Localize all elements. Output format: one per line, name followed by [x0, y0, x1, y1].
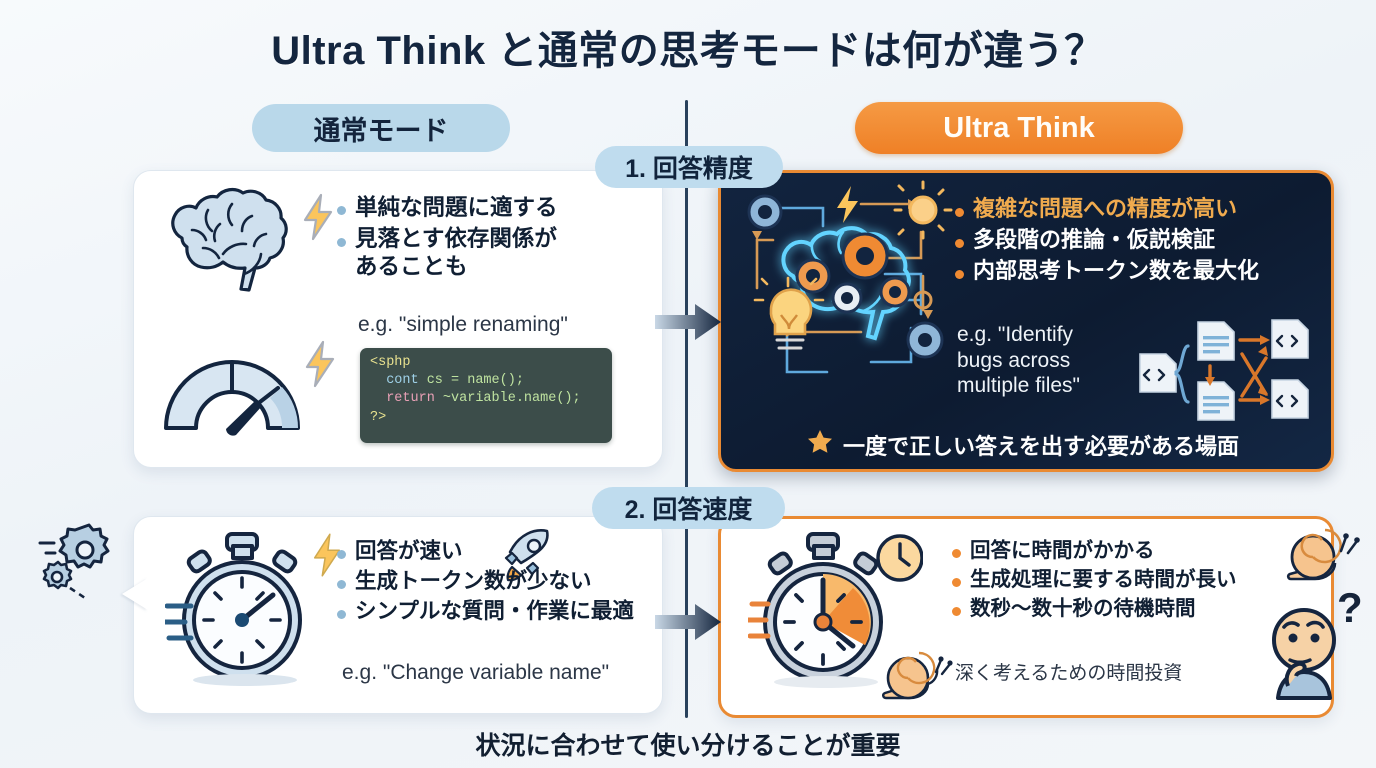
bullet-dot-icon — [337, 206, 346, 216]
code-line-3-rest: ~variable.name(); — [434, 391, 581, 407]
list-item: 回答に時間がかかる — [952, 538, 1282, 563]
center-divider-top — [685, 100, 688, 150]
gear-icon — [36, 520, 131, 605]
list-item: 複雑な問題への精度が高い — [955, 196, 1315, 223]
rocket-icon — [500, 525, 558, 588]
bullet-dot-icon — [337, 610, 346, 620]
list-item: 多段階の推論・仮説検証 — [955, 227, 1315, 254]
list-item: 生成トークン数が少ない — [337, 568, 667, 594]
bullet-dot-icon — [955, 238, 964, 248]
bullet-text: 数秒〜数十秒の待機時間 — [970, 597, 1196, 620]
speech-bubble-tail — [122, 578, 148, 610]
bullet-text: 生成処理に要する時間が長い — [970, 568, 1237, 591]
bullet-text: 単純な問題に適する — [355, 195, 558, 220]
lightning-icon-secondary — [302, 340, 338, 393]
example-text-speed-normal: e.g. "Change variable name" — [342, 661, 610, 684]
code-snippet-block: <sphp cont cs = name(); return ~variable… — [360, 348, 612, 443]
code-file-diagram-icon — [1132, 316, 1322, 433]
snail-icon-corner — [1283, 527, 1367, 588]
list-item: 単純な問題に適する — [337, 194, 647, 221]
code-keyword-return: return — [386, 391, 435, 407]
bullet-list-accuracy-normal: 単純な問題に適する 見落とす依存関係が あることも — [337, 194, 647, 284]
list-item: 回答が速い — [337, 538, 667, 564]
snail-icon — [880, 650, 958, 707]
section-chip-speed: 2. 回答速度 — [592, 487, 785, 529]
example-text-accuracy-normal: e.g. "simple renaming" — [358, 313, 568, 336]
stopwatch-icon — [156, 528, 320, 693]
lightning-icon-speed — [310, 532, 344, 583]
bullet-dot-icon — [955, 208, 964, 218]
mode-pill-ultra-think: Ultra Think — [855, 102, 1183, 154]
bullet-list-accuracy-ultra: 複雑な問題への精度が高い 多段階の推論・仮説検証 内部思考トークン数を最大化 — [955, 196, 1315, 288]
bullet-text: 回答に時間がかかる — [970, 539, 1155, 562]
brain-icon — [148, 186, 298, 321]
card-accuracy-ultra — [718, 170, 1334, 472]
bullet-text: 複雑な問題への精度が高い — [973, 196, 1238, 221]
bullet-dot-icon — [337, 580, 346, 590]
list-item: 数秒〜数十秒の待機時間 — [952, 596, 1282, 621]
bullet-text: 生成トークン数が少ない — [355, 569, 592, 594]
question-mark-icon: ? — [1337, 584, 1363, 631]
neural-brain-icon — [735, 180, 965, 435]
list-item: 内部思考トークン数を最大化 — [955, 258, 1315, 285]
mode-pill-normal: 通常モード — [252, 104, 510, 152]
bullet-text: 内部思考トークン数を最大化 — [973, 257, 1260, 283]
bullet-text: シンプルな質問・作業に最適 — [355, 599, 634, 624]
example-text-speed-ultra: 深く考えるための時間投資 — [955, 663, 1183, 684]
bullet-dot-icon — [337, 237, 346, 247]
stopwatch-slow-icon — [741, 528, 924, 698]
example-text-accuracy-ultra: e.g. "Identify bugs across multiple file… — [957, 323, 1080, 398]
accuracy-ultra-banner: 一度で正しい答えを出す必要がある場面 — [718, 424, 1328, 466]
lightning-icon — [300, 193, 336, 246]
bullet-dot-icon — [952, 578, 961, 588]
gauge-icon — [152, 330, 312, 445]
bullet-dot-icon — [337, 549, 346, 559]
thinking-face-icon — [1258, 600, 1350, 705]
center-divider-middle — [685, 186, 688, 490]
footer-note: 状況に合わせて使い分けることが重要 — [475, 732, 901, 760]
code-line-1: <sphp — [370, 355, 411, 370]
code-line-2-rest: cs = name(); — [418, 373, 524, 389]
section-chip-accuracy: 1. 回答精度 — [595, 146, 783, 188]
bullet-text: 回答が速い — [355, 539, 463, 563]
bullet-list-speed-normal: 回答が速い 生成トークン数が少ない シンプルな質問・作業に最適 — [337, 538, 667, 629]
list-item: 生成処理に要する時間が長い — [952, 567, 1282, 592]
flow-arrow-accuracy — [655, 300, 723, 349]
bullet-text: 見落とす依存関係が あることも — [355, 226, 557, 279]
code-keyword-cont: cont — [386, 373, 419, 389]
code-line-4: ?> — [370, 409, 387, 425]
star-icon — [807, 429, 833, 461]
bullet-list-speed-ultra: 回答に時間がかかる 生成処理に要する時間が長い 数秒〜数十秒の待機時間 — [952, 538, 1282, 625]
bullet-text: 多段階の推論・仮説検証 — [973, 226, 1216, 252]
list-item: シンプルな質問・作業に最適 — [337, 598, 667, 624]
bullet-dot-icon — [952, 607, 961, 617]
bullet-dot-icon — [955, 269, 964, 279]
banner-text: 一度で正しい答えを出す必要がある場面 — [842, 434, 1239, 459]
bullet-dot-icon — [952, 549, 961, 559]
list-item: 見落とす依存関係が あることも — [337, 225, 647, 280]
page-title: Ultra Think と通常の思考モードは何が違う？ — [271, 29, 1105, 73]
flow-arrow-speed — [655, 600, 723, 649]
